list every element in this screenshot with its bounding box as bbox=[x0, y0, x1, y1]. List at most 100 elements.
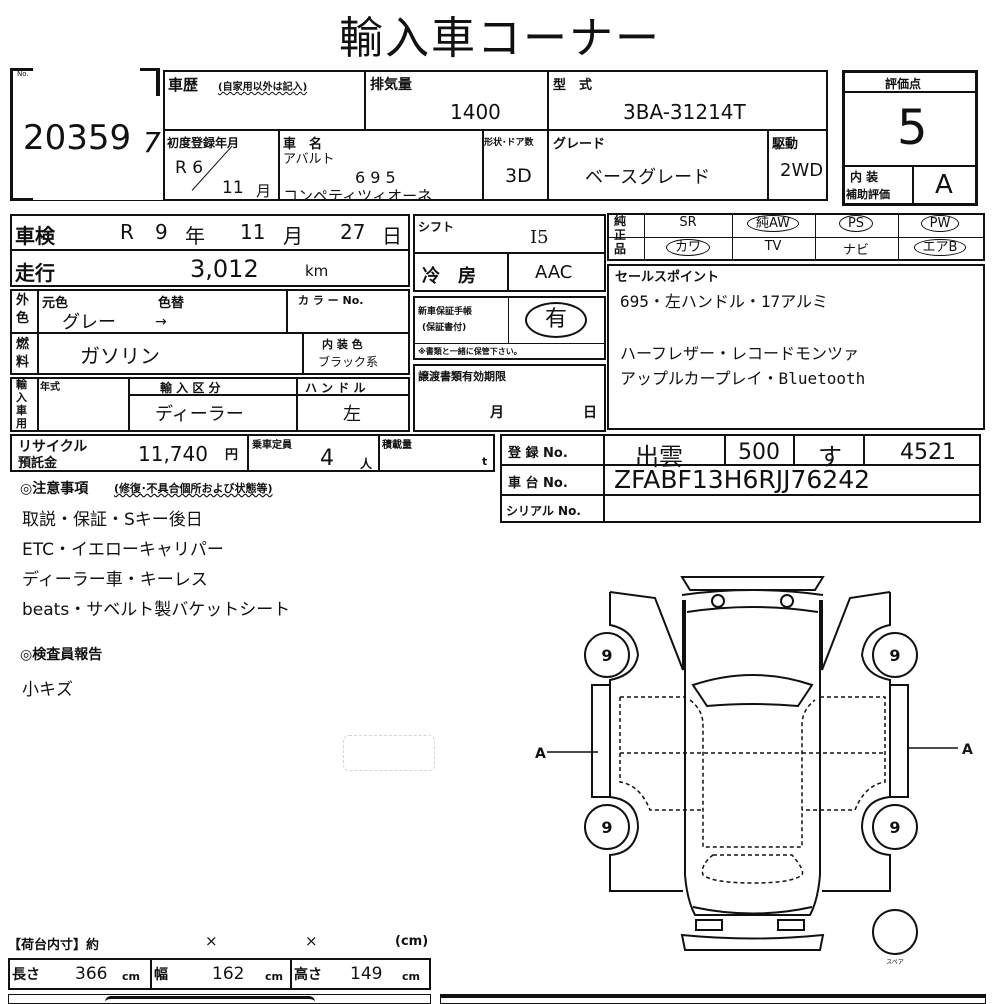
plate-class: 500 bbox=[738, 440, 780, 465]
equipment-item: ナビ bbox=[811, 239, 901, 258]
fuel-value: ガソリン bbox=[80, 344, 160, 368]
sales-line: ハーフレザー・レコードモンツァ bbox=[620, 344, 860, 363]
lot-handwritten: 7 bbox=[143, 126, 161, 159]
inspection-month: 11 bbox=[240, 220, 266, 244]
lot-number: 20359 bbox=[23, 118, 132, 158]
height-label: 高さ bbox=[294, 967, 322, 983]
import-label: 輸入車用 bbox=[16, 378, 27, 430]
equipment-text: SR bbox=[679, 215, 697, 230]
exterior-label: 外色 bbox=[16, 293, 30, 326]
tire-score: 9 bbox=[601, 818, 612, 837]
history-note: (自家用以外は記入) bbox=[218, 82, 308, 93]
history-label: 車歴 bbox=[168, 76, 199, 94]
registration-label: 登 録 No. bbox=[508, 446, 568, 461]
recycle-sub-label: 預託金 bbox=[18, 456, 58, 471]
interior-score: A bbox=[935, 170, 953, 200]
length-label: 長さ bbox=[12, 967, 40, 983]
tire-front-right: 9 bbox=[872, 632, 918, 678]
sales-line: 695・左ハンドル・17アルミ bbox=[620, 292, 829, 311]
equipment-circled: カワ bbox=[665, 239, 710, 256]
transfer-day: 日 bbox=[583, 405, 597, 421]
tire-rear-right: 9 bbox=[872, 804, 918, 850]
doors-label: 形状･ドア数 bbox=[484, 138, 534, 148]
capacity-unit: 人 bbox=[360, 457, 373, 471]
sales-line: アップルカープレイ・Bluetooth bbox=[620, 369, 866, 388]
tire-score: 9 bbox=[889, 818, 900, 837]
fuel-label: 燃料 bbox=[16, 337, 30, 370]
tire-rear-left: 9 bbox=[584, 804, 630, 850]
notes-sub: (修復･不具合個所および状態等) bbox=[114, 482, 273, 495]
equipment-text: TV bbox=[764, 239, 782, 254]
height-unit: cm bbox=[402, 970, 420, 983]
sales-label: セールスポイント bbox=[615, 270, 720, 285]
inspection-era: R bbox=[120, 220, 134, 244]
chassis-number: ZFABF13H6RJJ76242 bbox=[614, 465, 871, 494]
width-unit: cm bbox=[265, 970, 283, 983]
exterior-color: グレー bbox=[62, 312, 116, 333]
right-side bbox=[821, 591, 909, 892]
chassis-label: 車 台 No. bbox=[508, 476, 568, 491]
car-name-line2: 6 9 5 bbox=[355, 168, 396, 187]
first-reg-month-unit: 月 bbox=[256, 182, 272, 200]
score-label: 評価点 bbox=[885, 77, 922, 91]
score-box bbox=[842, 70, 978, 206]
height-value: 149 bbox=[350, 964, 383, 984]
warranty-note: ※書類と一緒に保管下さい。 bbox=[418, 347, 522, 356]
interior-label: 内 装 bbox=[850, 170, 879, 184]
grade-label: グレード bbox=[553, 137, 606, 152]
first-reg-month: 11 bbox=[222, 178, 244, 198]
page-title: 輸入車コーナー bbox=[339, 13, 661, 64]
note-line: beats・サベルト製バケットシート bbox=[22, 600, 291, 620]
inspection-month-unit: 月 bbox=[283, 224, 303, 248]
tire-score: 9 bbox=[601, 646, 612, 665]
cargo-x1: × bbox=[205, 932, 218, 950]
faint-stamp bbox=[343, 735, 435, 771]
model-code-label: 型 式 bbox=[553, 78, 593, 93]
right-damage-mark: A bbox=[962, 742, 973, 758]
inspector-label: ◎検査員報告 bbox=[20, 647, 103, 663]
first-reg-year: R 6 bbox=[175, 158, 204, 178]
displacement-value: 1400 bbox=[450, 100, 501, 124]
import-type-label: 輸 入 区 分 bbox=[160, 381, 221, 395]
ac-label: 冷 房 bbox=[422, 266, 476, 287]
equipment-item: PW bbox=[895, 215, 985, 232]
inspection-year-unit: 年 bbox=[185, 224, 205, 248]
plate-place: 出雲 bbox=[635, 443, 683, 471]
exterior-change-label: 色替 bbox=[158, 296, 185, 311]
load-unit: t bbox=[482, 455, 488, 468]
recycle-unit: 円 bbox=[225, 448, 239, 463]
mileage-value: 3,012 bbox=[190, 255, 259, 283]
equipment-circled: エアB bbox=[913, 239, 967, 256]
panel-outlines bbox=[619, 696, 886, 884]
score-value: 5 bbox=[897, 100, 928, 156]
car-name-label: 車 名 bbox=[283, 137, 323, 152]
car-name-line3: コンペティツィオーネ bbox=[283, 187, 433, 199]
capacity-label: 乗車定員 bbox=[252, 440, 292, 451]
handle-value: 左 bbox=[343, 404, 361, 425]
car-condition-diagram: 9 9 9 9 A A スペア bbox=[535, 576, 973, 966]
note-line: ディーラー車・キーレス bbox=[22, 570, 208, 590]
inspection-day: 27 bbox=[340, 220, 366, 244]
interior-color-value: ブラック系 bbox=[318, 355, 379, 369]
note-line: ETC・イエローキャリパー bbox=[22, 540, 224, 560]
equipment-item: SR bbox=[643, 215, 733, 230]
tire-front-left: 9 bbox=[584, 632, 630, 678]
note-line: 取説・保証・Sキー後日 bbox=[22, 510, 203, 530]
left-damage-mark: A bbox=[535, 746, 546, 762]
warranty-label: 新車保証手帳 bbox=[418, 307, 473, 317]
ac-value: AAC bbox=[535, 262, 573, 283]
equipment-circled: 純AW bbox=[746, 215, 800, 232]
load-label: 積載量 bbox=[382, 440, 412, 451]
left-side bbox=[591, 591, 684, 892]
mileage-label: 走行 bbox=[15, 261, 55, 285]
color-no-label: カ ラ ー No. bbox=[298, 294, 364, 307]
length-unit: cm bbox=[122, 970, 140, 983]
spare-tire bbox=[872, 909, 918, 955]
equipment-item: PS bbox=[811, 215, 901, 232]
equipment-circled: PW bbox=[920, 215, 960, 232]
shift-value: I5 bbox=[530, 227, 549, 248]
inspector-line: 小キズ bbox=[22, 680, 73, 700]
plate-kana: す bbox=[818, 443, 842, 471]
equipment-item: エアB bbox=[895, 239, 985, 256]
equipment-item: 純AW bbox=[728, 215, 818, 232]
